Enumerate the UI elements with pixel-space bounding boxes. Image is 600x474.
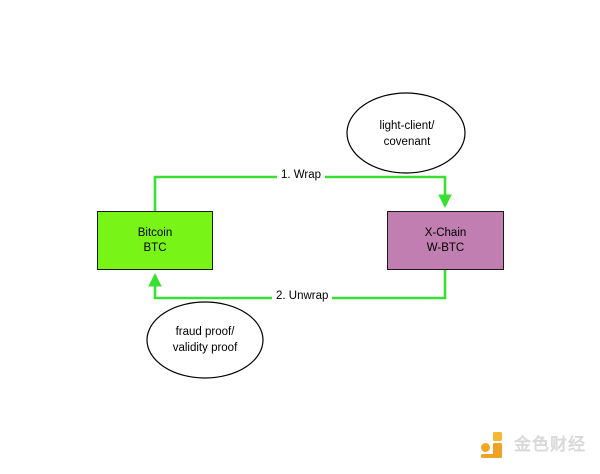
node-bitcoin[interactable]: Bitcoin BTC (97, 211, 213, 270)
node-fraudproof-line2: validity proof (172, 342, 238, 354)
node-fraudproof[interactable]: fraud proof/ validity proof (147, 301, 263, 379)
edge-label-wrap: 1. Wrap (277, 169, 326, 182)
node-lightclient-line2: covenant (383, 135, 431, 148)
node-bitcoin-line2: BTC (143, 241, 167, 254)
watermark: 金色财经 (481, 432, 586, 458)
node-fraudproof-line1: fraud proof/ (175, 326, 235, 338)
edge-path-wrap (153, 175, 452, 211)
node-bitcoin-line1: Bitcoin (137, 226, 173, 239)
node-lightclient-ellipse (346, 92, 466, 174)
edge-label-unwrap: 2. Unwrap (272, 290, 333, 303)
node-lightclient-line1: light-client/ (379, 119, 435, 132)
node-xchain-line2: W-BTC (426, 241, 465, 254)
node-xchain[interactable]: X-Chain W-BTC (387, 211, 504, 270)
jinse-bracket-logo-icon (481, 432, 507, 458)
node-fraudproof-ellipse (146, 301, 264, 379)
watermark-text: 金色财经 (514, 435, 586, 454)
node-xchain-line1: X-Chain (424, 226, 467, 239)
node-lightclient[interactable]: light-client/ covenant (348, 93, 466, 174)
